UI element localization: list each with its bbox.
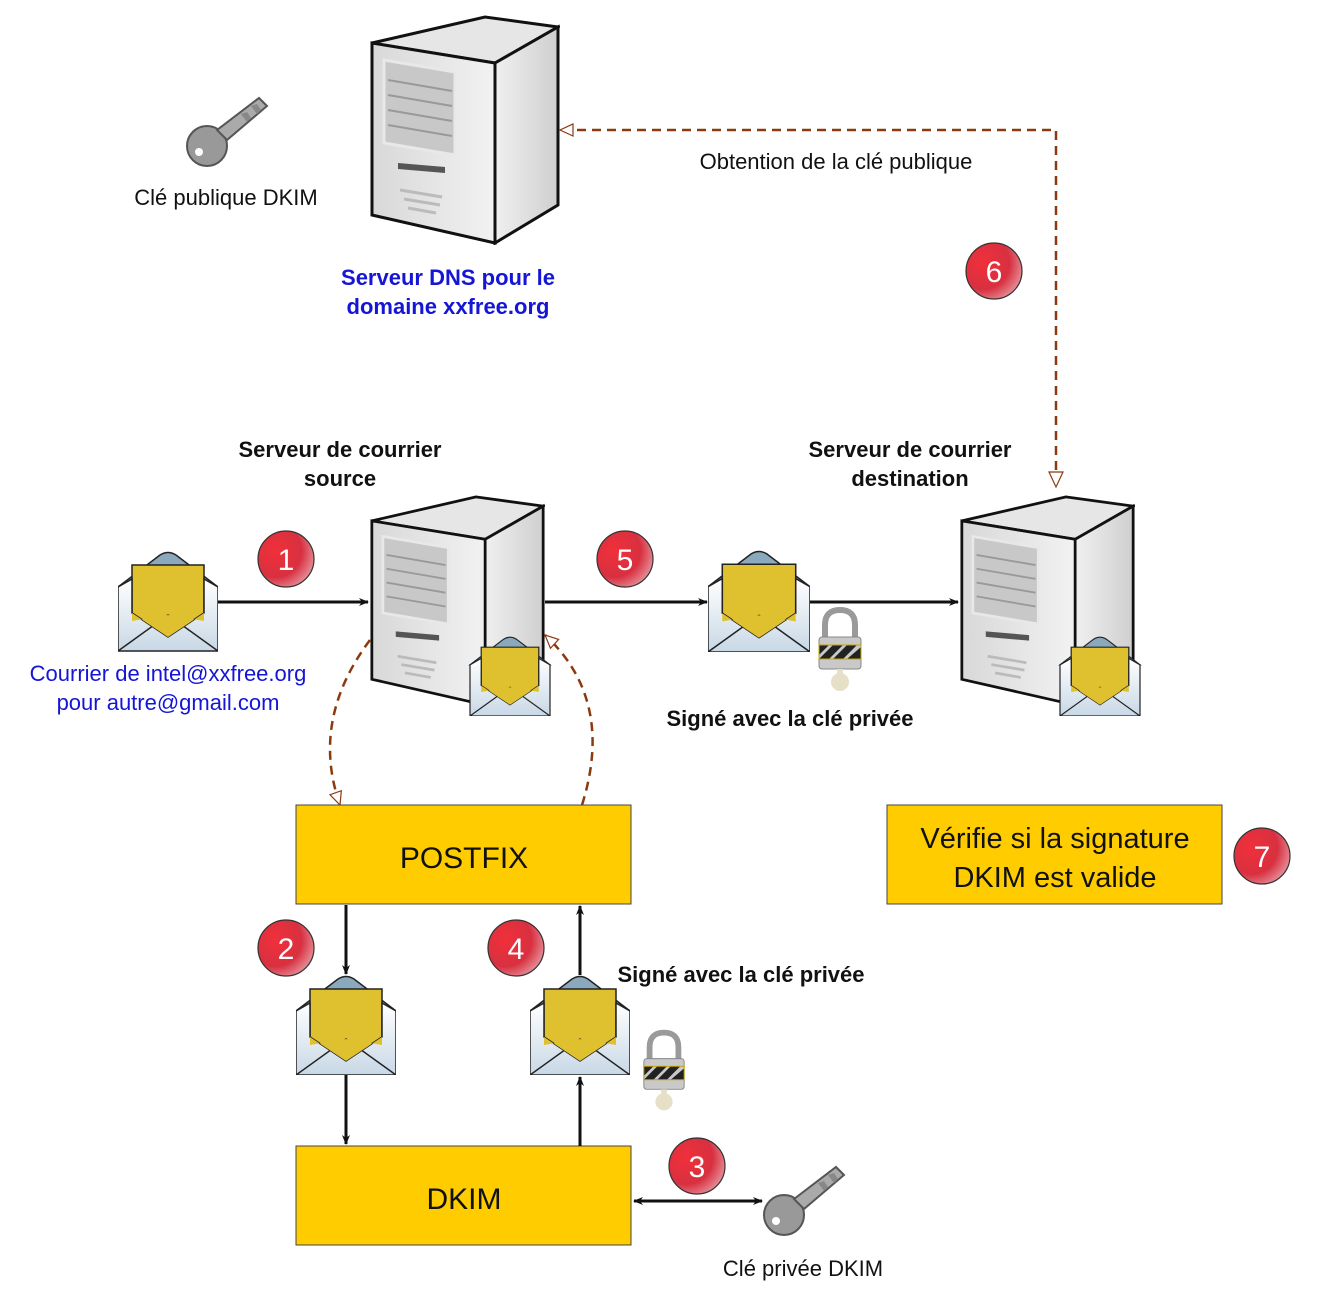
dkim-box xyxy=(295,1145,632,1246)
svg-text:3: 3 xyxy=(689,1151,706,1184)
public-key-label: Clé publique DKIM xyxy=(134,185,317,210)
postfix-to-source-arrow xyxy=(543,634,594,806)
dkim-lock-icon xyxy=(644,1033,684,1111)
verify-box xyxy=(886,804,1223,905)
source-server-label-2: source xyxy=(304,466,376,491)
source-to-postfix-arrow xyxy=(328,639,372,807)
source-server-label-1: Serveur de courrier xyxy=(239,437,442,462)
lock-icon xyxy=(819,610,861,691)
dkim-signed-label: Signé avec la clé privée xyxy=(617,962,864,987)
step-badge-5: 5 xyxy=(596,530,654,588)
unsigned-mail-envelope-icon xyxy=(296,975,396,1075)
svg-text:4: 4 xyxy=(508,933,525,966)
dkim-label: DKIM xyxy=(427,1183,502,1216)
destination-server-label-1: Serveur de courrier xyxy=(809,437,1012,462)
svg-text:6: 6 xyxy=(986,256,1003,289)
step-badge-3: 3 xyxy=(668,1137,726,1195)
svg-text:1: 1 xyxy=(278,544,295,577)
dns-server-label-1: Serveur DNS pour le xyxy=(341,265,555,290)
verify-label-1: Vérifie si la signature xyxy=(920,823,1189,855)
incoming-mail-label-2: pour autre@gmail.com xyxy=(57,690,280,715)
dns-server-label-2: domaine xxfree.org xyxy=(347,294,550,319)
public-key-icon xyxy=(186,97,268,167)
step-badge-4: 4 xyxy=(487,919,545,977)
signed-mail-envelope-icon xyxy=(708,550,810,652)
step-badge-1: 1 xyxy=(257,530,315,588)
svg-text:5: 5 xyxy=(617,544,634,577)
dns-server-icon xyxy=(370,15,560,245)
dkim-signed-envelope-icon xyxy=(530,975,630,1075)
arrowhead-down xyxy=(1048,471,1064,489)
step-badge-6: 6 xyxy=(965,242,1023,300)
private-key-label: Clé privée DKIM xyxy=(723,1256,883,1281)
source-server-envelope-icon xyxy=(469,636,551,716)
private-key-icon xyxy=(763,1166,845,1236)
destination-server-label-2: destination xyxy=(851,466,968,491)
svg-text:2: 2 xyxy=(278,933,295,966)
public-key-fetch-label: Obtention de la clé publique xyxy=(700,149,973,174)
svg-text:7: 7 xyxy=(1254,841,1271,874)
postfix-label: POSTFIX xyxy=(400,842,528,875)
public-key-fetch-arrow xyxy=(558,123,1058,485)
verify-label-2: DKIM est valide xyxy=(953,862,1156,894)
step-badge-2: 2 xyxy=(257,919,315,977)
incoming-mail-envelope-icon xyxy=(118,551,218,652)
incoming-mail-label-1: Courrier de intel@xxfree.org xyxy=(30,661,307,686)
destination-server-envelope-icon xyxy=(1059,636,1141,716)
step-badge-7: 7 xyxy=(1233,827,1291,885)
outgoing-signed-label: Signé avec la clé privée xyxy=(666,706,913,731)
postfix-box xyxy=(295,804,632,905)
